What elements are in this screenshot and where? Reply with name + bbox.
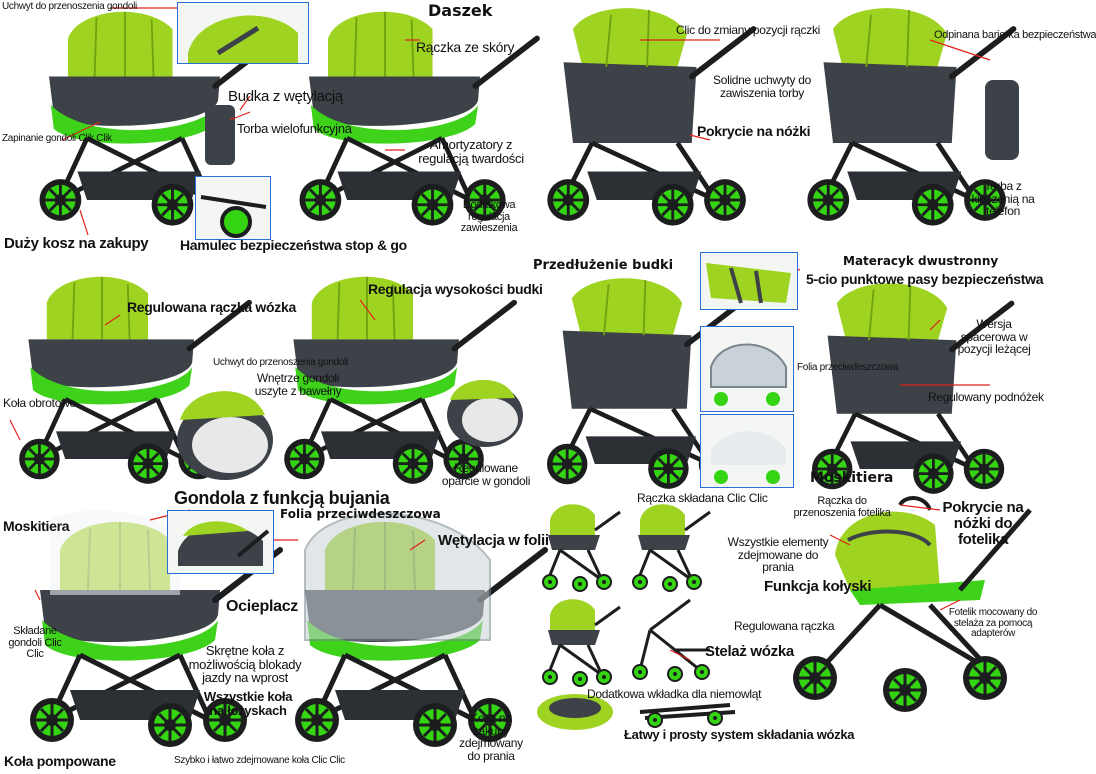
label-odpinana-barierka: Odpinana barierka bezpieczeństwa xyxy=(934,29,1096,41)
inset-gondola-art xyxy=(178,521,270,566)
label-folia-small: Folia przeciwdeszczowa xyxy=(797,362,899,373)
label-wkladka: Dodatkowa wkładka dla niemowląt xyxy=(587,687,762,701)
label-clic-raczka: Clic do zmiany pozycji rączki xyxy=(676,23,821,37)
inset-raincover xyxy=(700,326,794,412)
label-torba-kieszen: Torba z kieszenią na telefon xyxy=(971,179,1035,219)
label-wnetrze-gondoli: Wnętrze gondoli uszyte z bawełny xyxy=(254,371,342,398)
label-wszystkie-kola: Wszystkie koła na łożyskach xyxy=(203,689,293,718)
label-regulowane-oparcie: Regulowane oparcie w gondoli xyxy=(441,461,531,488)
label-wszystkie-elementy: Wszystkie elementy zdejmowane do prania xyxy=(727,535,829,575)
label-zapinanie: Zapinanie gondoli Clik Clik xyxy=(2,133,112,144)
label-pasy: 5-cio punktowe pasy bezpieczeństwa xyxy=(806,271,1044,287)
label-regulacja-wysokosci: Regulacja wysokości budki xyxy=(368,281,543,297)
mini-stroller-1 xyxy=(542,504,620,592)
car-seat-stroller xyxy=(791,496,1032,714)
inset-raincover-art xyxy=(710,343,787,406)
infant-insert xyxy=(537,694,613,730)
label-system-skladania: Łatwy i prosty system składania wózka xyxy=(624,727,855,742)
label-duzy-kosz: Duży kosz na zakupy xyxy=(4,235,149,252)
mini-stroller-2 xyxy=(632,504,710,592)
inset-mosquito-art xyxy=(711,431,786,484)
label-gondola-bujania: Gondola z funkcją bujania xyxy=(174,488,390,508)
label-amortyzatory: Amortyzatory z regulacją twardości xyxy=(418,137,524,166)
label-solidne-uchwyty: Solidne uchwyty do zawiszenia torby xyxy=(713,73,811,100)
label-fotelik-mocowany: Fotelik mocowany do stelaża za pomocą ad… xyxy=(948,607,1038,639)
label-moskitiera-left: Moskitiera xyxy=(3,518,70,534)
stroller-frame xyxy=(632,598,710,682)
label-regulowana-raczka-wozka: Regulowana rączka wózka xyxy=(127,299,296,315)
label-uchwyt-gondoli-1: Uchwyt do przenoszenia gondoli xyxy=(2,1,137,12)
stroller-illustrations xyxy=(9,0,1032,774)
inset-brake-art xyxy=(200,195,267,238)
label-skladane-gondoli: Składane gondoli Clic Clic xyxy=(8,625,62,661)
inset-mattress xyxy=(700,252,798,310)
label-funkcja-kolyski: Funkcja kołyski xyxy=(764,578,872,595)
pram-bottom-middle-rain xyxy=(295,512,545,747)
label-kosz-zdejmowany: Kosz na zakupy zdejmowany do prania xyxy=(459,711,523,763)
bag xyxy=(205,105,235,165)
label-skretne-kola: Skrętne koła z możliwością blokady jazdy… xyxy=(188,643,302,686)
inset-brake xyxy=(195,176,271,240)
inset-mosquito-net xyxy=(700,414,794,488)
label-materacyk: Materacyk dwustronny xyxy=(843,254,999,268)
mini-stroller-3 xyxy=(542,599,620,687)
label-regulowana-raczka: Regulowana rączka xyxy=(734,619,835,633)
label-wentylacja-folii: Wętylacja w folii xyxy=(438,532,549,549)
label-raczka-skladana: Rączka składana Clic Clic xyxy=(637,491,768,505)
label-regulowany-podnozek: Regulowany podnóżek xyxy=(928,390,1044,404)
label-budka-wentylacja: Budka z wętylacją xyxy=(228,88,343,105)
label-pokrycie-fotelika: Pokrycie na nóżki do fotelika xyxy=(942,499,1024,548)
spacer-top-right-1 xyxy=(547,8,753,225)
inset-gondola xyxy=(167,510,274,574)
label-uchwyt-gondoli-2: Uchwyt do przenoszenia gondoli xyxy=(213,357,348,368)
label-pokrycie-nozki: Pokrycie na nóżki xyxy=(697,123,811,139)
bag-right xyxy=(985,80,1019,160)
pram-bottom-left xyxy=(30,510,280,747)
folded-frame xyxy=(639,703,736,728)
label-moskitiera-right: Moskitiera xyxy=(810,470,894,486)
inset-handle-art xyxy=(188,15,298,63)
label-ocieplacz: Ocieplacz xyxy=(226,598,299,615)
label-daszek: Daszek xyxy=(428,1,493,20)
label-kola-obrotowe: Koła obrotowe xyxy=(3,396,76,410)
label-torba: Torba wielofunkcyjna xyxy=(237,121,352,136)
inset-handle xyxy=(177,2,309,64)
bassinet-interior-1 xyxy=(177,391,273,480)
bassinet-interior-2 xyxy=(447,379,523,447)
spacer-mid-right-2 xyxy=(812,283,1012,494)
label-wersja-spacerowa: Wersja spacerowa w pozycji leżącej xyxy=(957,317,1031,357)
label-przedluzenie-budki: Przedłużenie budki xyxy=(533,258,674,273)
label-stelaz: Stelaż wózka xyxy=(705,643,794,660)
inset-mattress-art xyxy=(706,263,791,304)
label-dodatkowa-regulacja: Dodatkowa regulacja zawieszenia xyxy=(460,199,518,235)
label-hamulec: Hamulec bezpieczeństwa stop & go xyxy=(180,237,407,253)
label-folia-przeciwdeszczowa: Folia przeciwdeszczowa xyxy=(280,507,441,521)
label-szybko-zdejmowane: Szybko i łatwo zdejmowane koła Clic Clic xyxy=(174,755,345,766)
label-kola-pompowane: Koła pompowane xyxy=(4,753,116,769)
label-raczka-fotelika: Rączka do przenoszenia fotelika xyxy=(793,495,891,519)
label-raczka-skora: Rączka ze skóry xyxy=(416,39,515,55)
